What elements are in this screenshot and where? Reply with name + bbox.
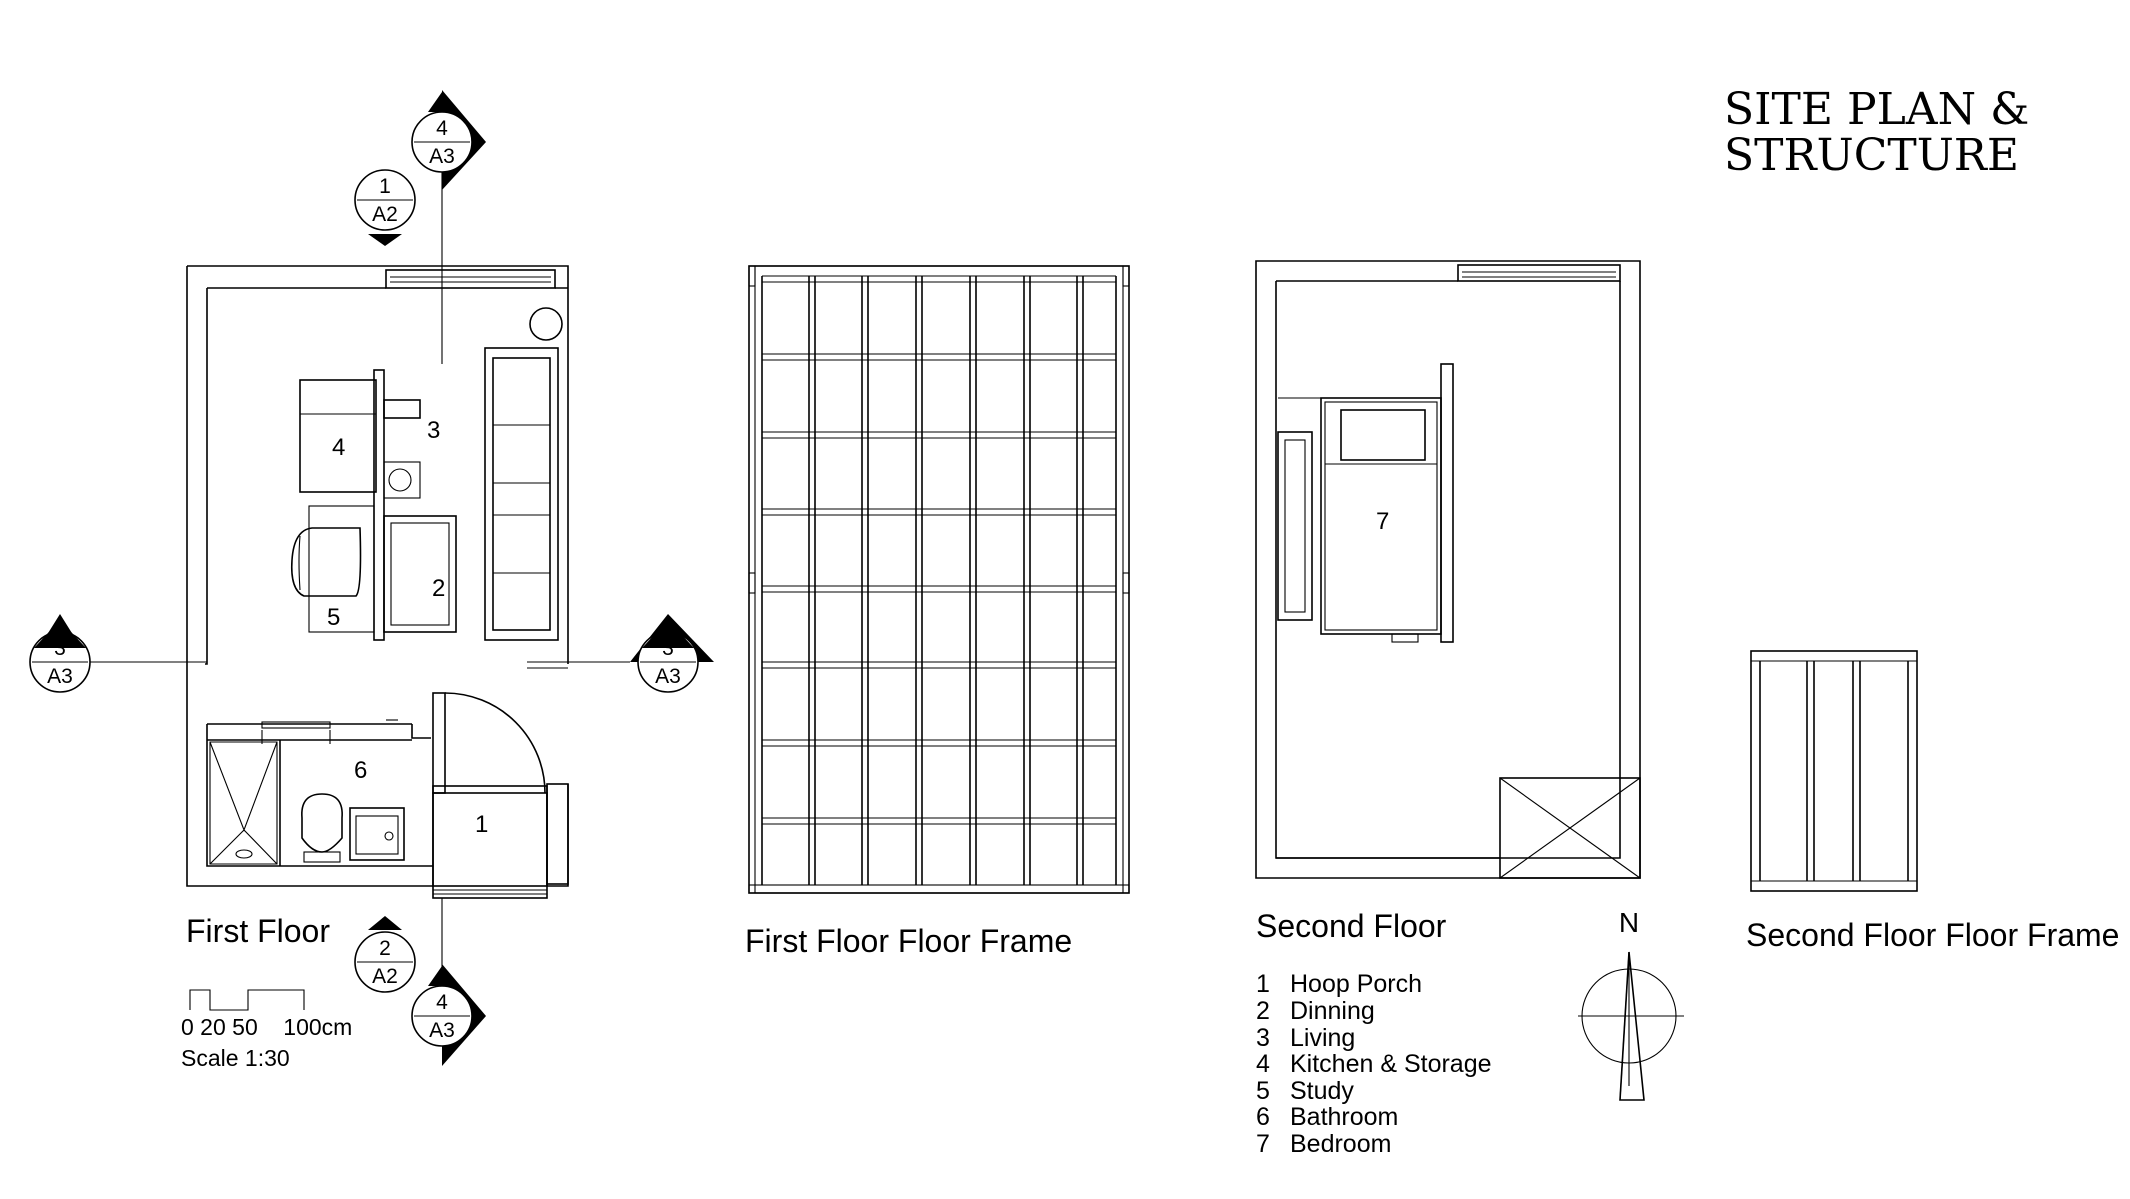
scale-ticks: 0 20 50 100cm (181, 1014, 352, 1040)
section-marker-number: 2 (379, 937, 391, 960)
room-number-kitchen: 4 (332, 434, 345, 461)
bed (1320, 363, 1454, 643)
hoop-porch (432, 783, 569, 899)
section-marker-3-right: 3 A3 (630, 614, 714, 693)
legend-text: Living (1290, 1024, 1355, 1052)
bathroom-fixtures (207, 739, 412, 866)
section-marker-1: 1 A2 (354, 169, 416, 246)
legend-num: 5 (1256, 1077, 1270, 1105)
section-marker-sheet: A3 (429, 1019, 455, 1042)
joists (761, 276, 1117, 885)
section-marker-sheet: A2 (372, 965, 398, 988)
legend-num: 4 (1256, 1050, 1270, 1078)
section-marker-number: 4 (436, 991, 448, 1014)
room-number-hoop-porch: 1 (475, 811, 488, 838)
second-floor-plan: 7 Second Floor (1255, 260, 1641, 944)
section-marker-number: 4 (436, 117, 448, 140)
legend-num: 2 (1256, 997, 1270, 1025)
section-marker-sheet: A3 (655, 665, 681, 688)
room-number-living: 3 (427, 417, 440, 444)
second-floor-caption: Second Floor (1256, 908, 1447, 944)
study-chair (290, 505, 375, 633)
section-marker-sheet: A3 (429, 145, 455, 168)
north-label: N (1619, 907, 1639, 938)
title-line-1: SITE PLAN & (1724, 84, 2029, 135)
first-floor-frame: First Floor Floor Frame (745, 265, 1130, 959)
entry-door (432, 692, 546, 794)
legend-text: Kitchen & Storage (1290, 1050, 1492, 1078)
legend-num: 3 (1256, 1024, 1270, 1052)
blocking (762, 275, 1116, 825)
first-floor-plan: 4 3 2 5 6 1 First Floor 0 20 50 100cm Sc… (88, 150, 630, 1071)
second-floor-top-window (1457, 264, 1621, 282)
room-number-study: 5 (327, 604, 340, 631)
section-marker-4-bottom: 4 A3 (411, 964, 486, 1066)
sofa (484, 347, 559, 641)
section-marker-sheet: A2 (372, 203, 398, 226)
stair-opening (1276, 777, 1641, 879)
first-floor-caption: First Floor (186, 913, 330, 949)
section-marker-3-left: 3 A3 (29, 614, 91, 693)
room-legend: 1 Hoop Porch 2 Dinning 3 Living 4 Kitche… (1256, 970, 1492, 1158)
first-floor-frame-caption: First Floor Floor Frame (745, 923, 1072, 959)
legend-text: Hoop Porch (1290, 970, 1422, 998)
second-floor-frame-caption: Second Floor Floor Frame (1746, 917, 2119, 953)
legend-num: 7 (1256, 1130, 1270, 1158)
section-marker-sheet: A3 (47, 665, 73, 688)
wardrobe (1277, 397, 1321, 621)
floor-lamp (529, 307, 563, 341)
legend-text: Bedroom (1290, 1130, 1391, 1158)
room-number-dinning: 2 (432, 575, 445, 602)
section-marker-number: 3 (662, 637, 674, 660)
section-marker-2: 2 A2 (354, 916, 416, 993)
scale-label: Scale 1:30 (181, 1045, 290, 1071)
north-arrow: N (1578, 907, 1684, 1101)
title-line-2: STRUCTURE (1724, 130, 2019, 181)
section-marker-number: 3 (54, 637, 66, 660)
legend-text: Bathroom (1290, 1103, 1398, 1131)
room-number-bathroom: 6 (354, 757, 367, 784)
room-number-bedroom: 7 (1376, 508, 1389, 535)
legend-text: Study (1290, 1077, 1354, 1105)
first-floor-top-window (385, 269, 556, 289)
legend-num: 6 (1256, 1103, 1270, 1131)
sheet-title: SITE PLAN & STRUCTURE (1724, 84, 2029, 181)
scale-bar: 0 20 50 100cm Scale 1:30 (181, 989, 352, 1071)
section-marker-4-top: 4 A3 (411, 90, 486, 190)
section-marker-number: 1 (379, 175, 391, 198)
second-floor-frame: Second Floor Floor Frame (1746, 650, 2119, 953)
kitchen-counter (299, 369, 421, 641)
legend-num: 1 (1256, 970, 1270, 998)
dining-table (383, 515, 457, 633)
legend-text: Dinning (1290, 997, 1375, 1025)
